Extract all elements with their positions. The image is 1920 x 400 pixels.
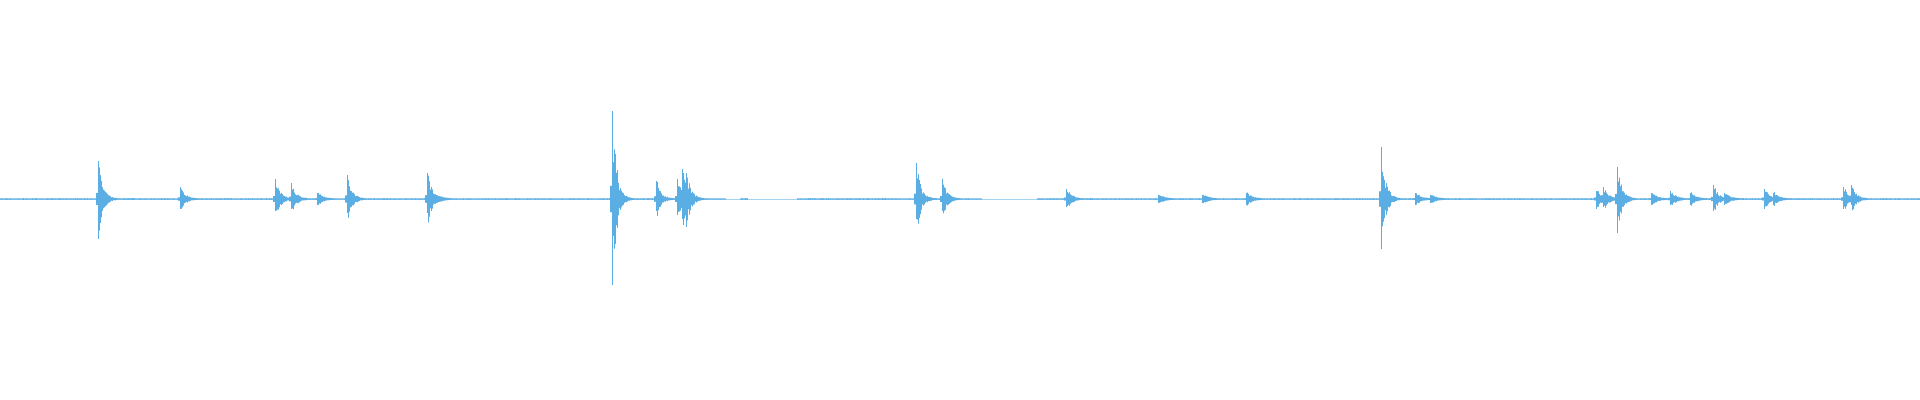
waveform-trace bbox=[0, 111, 1920, 285]
